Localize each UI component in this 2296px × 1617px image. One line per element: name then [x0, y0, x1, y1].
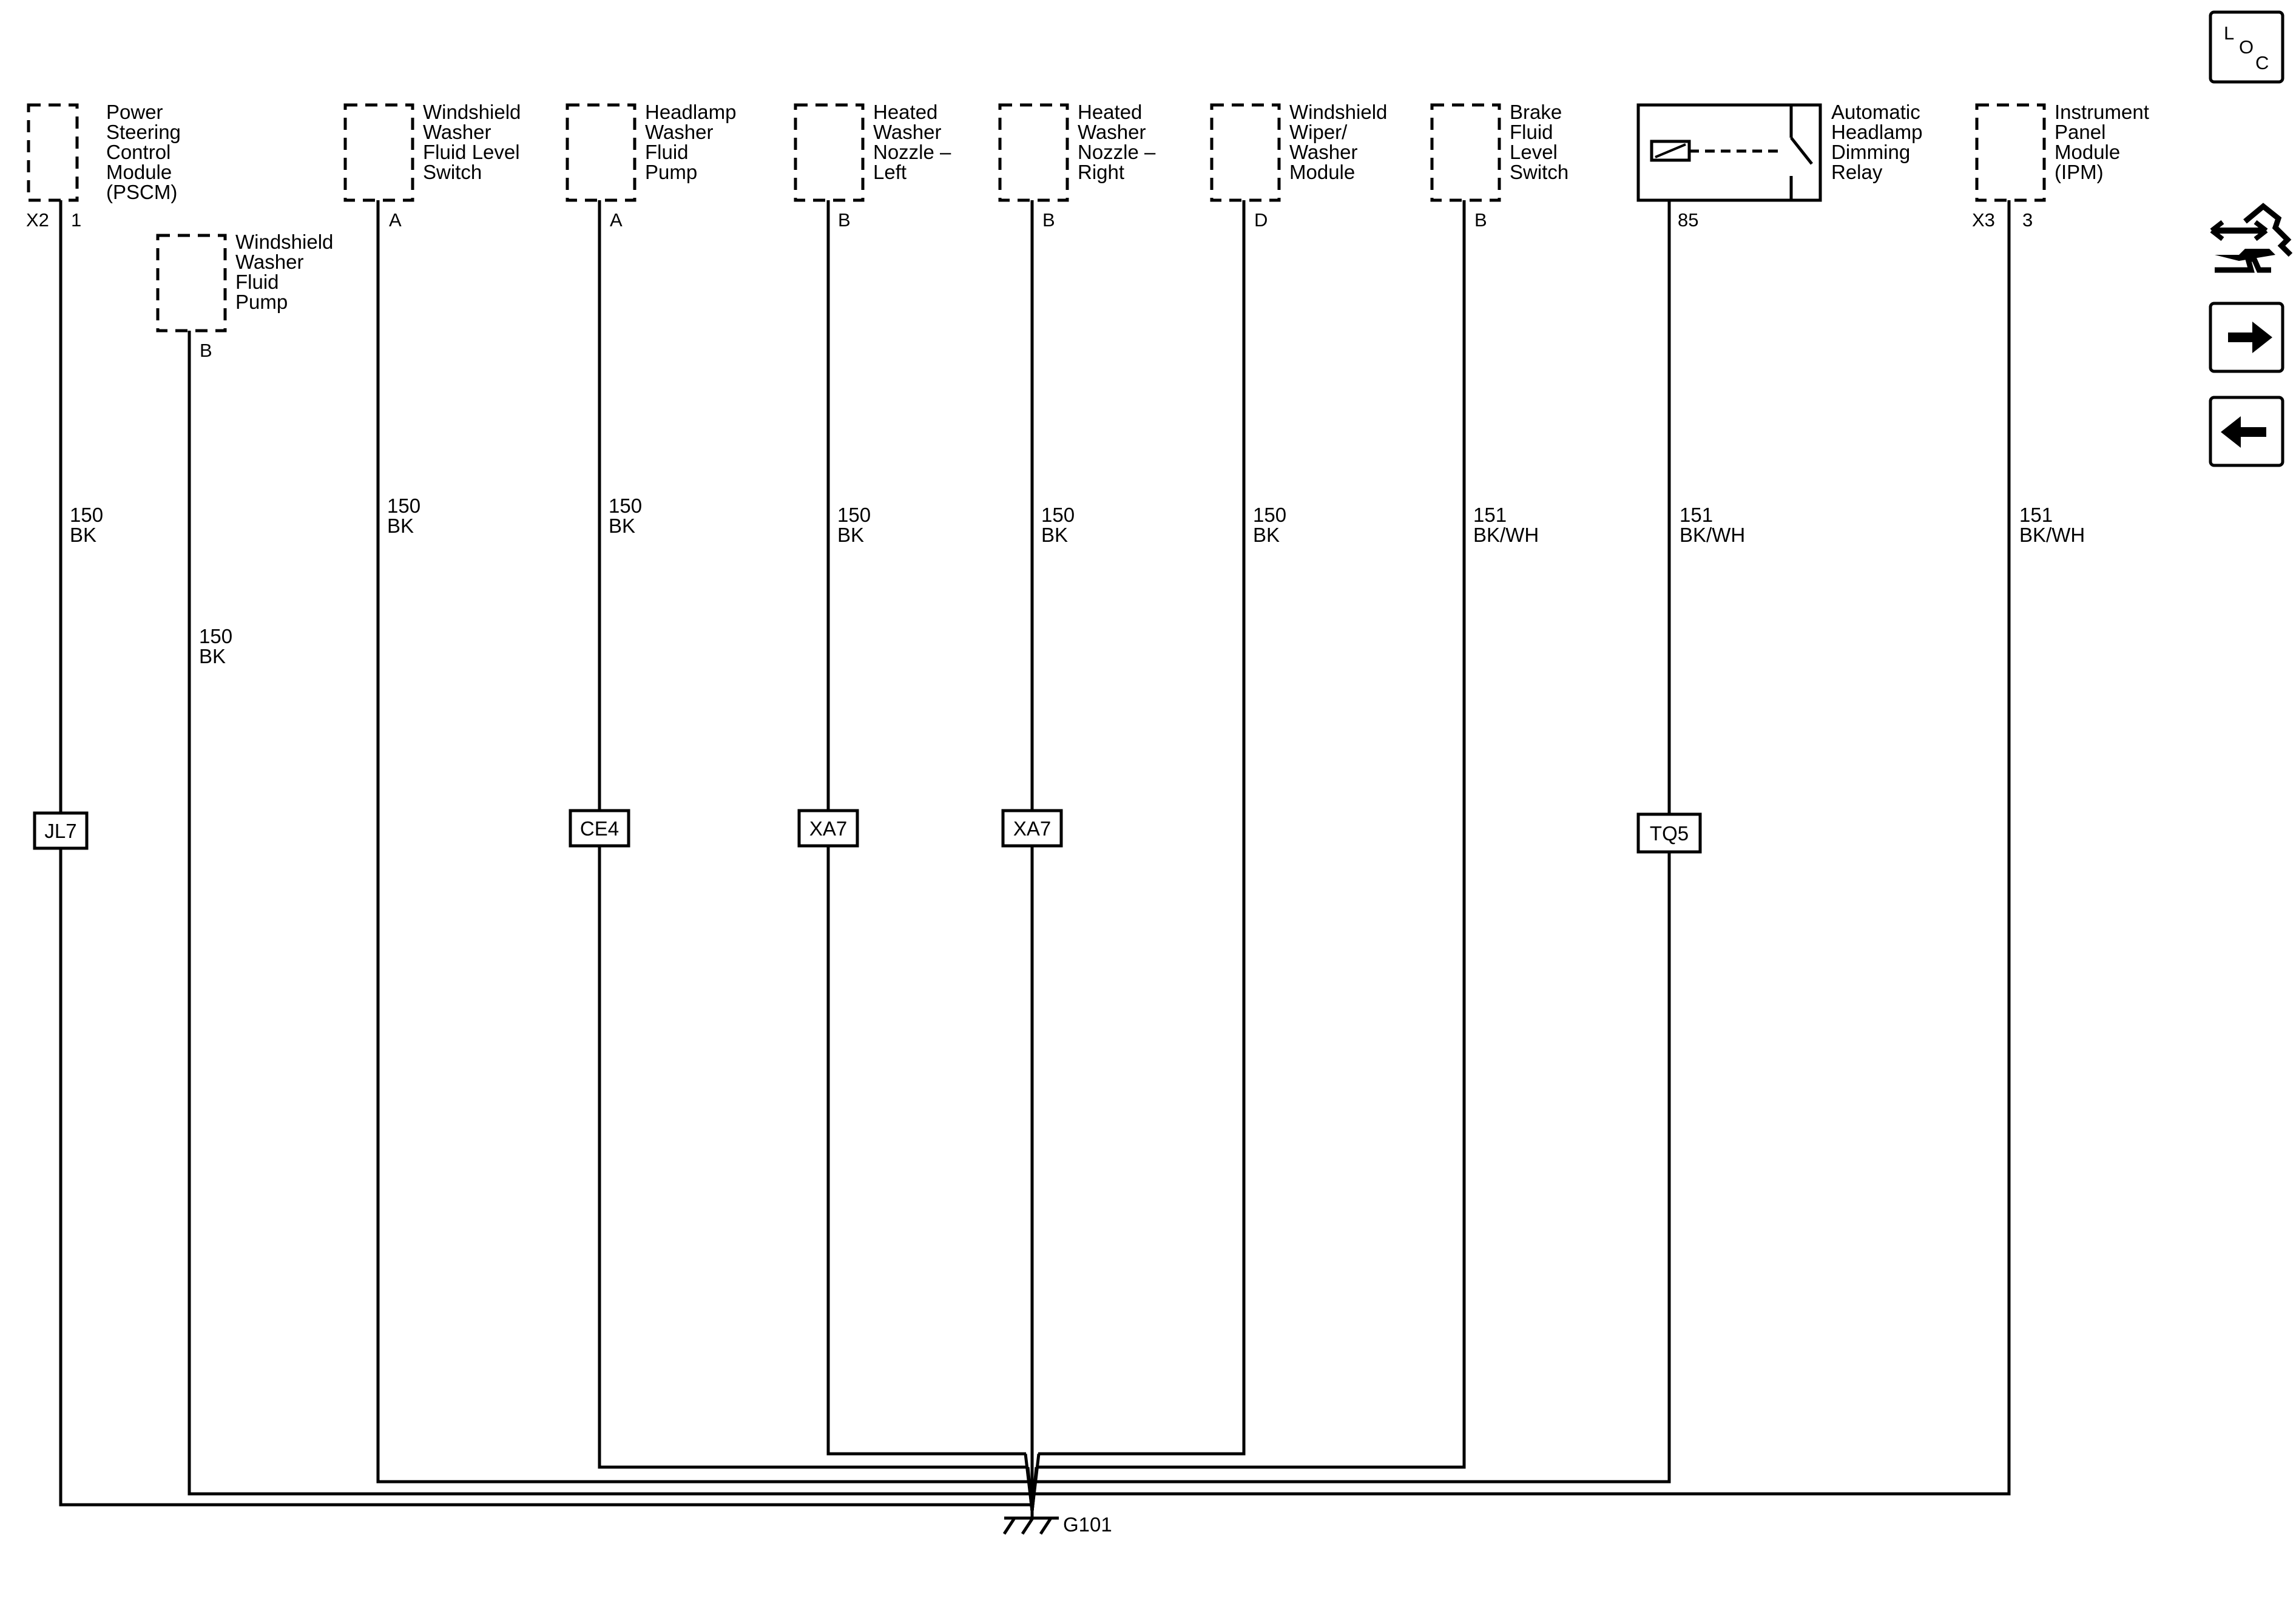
svg-text:CE4: CE4: [580, 817, 619, 840]
pin-label: B: [200, 340, 212, 361]
pin-label: A: [610, 209, 623, 231]
pin-label: B: [838, 209, 851, 231]
connector-tool-icon[interactable]: [2210, 203, 2293, 273]
inline-connector-xa7-right[interactable]: XA7: [1001, 809, 1063, 848]
pin-label: B: [1042, 209, 1055, 231]
ground-convergence: [1024, 1453, 1041, 1511]
next-arrow-icon[interactable]: [2209, 302, 2284, 373]
ground-g101[interactable]: G101: [1002, 1511, 1112, 1536]
svg-text:C: C: [2255, 52, 2269, 73]
inline-connector-jl7[interactable]: JL7: [33, 811, 89, 850]
svg-text:O: O: [2239, 36, 2254, 58]
loc-button[interactable]: L O C: [2209, 10, 2284, 84]
pin-label: 85: [1678, 209, 1698, 231]
connector-label: X3: [1972, 209, 1995, 231]
svg-text:XA7: XA7: [1013, 817, 1051, 840]
previous-arrow-icon[interactable]: [2209, 396, 2284, 467]
svg-text:L: L: [2224, 22, 2234, 44]
pin-label: D: [1254, 209, 1268, 231]
inline-connector-xa7-left[interactable]: XA7: [797, 809, 859, 848]
ground-label: G101: [1063, 1513, 1112, 1536]
connector-label: X2: [26, 209, 49, 231]
svg-text:JL7: JL7: [44, 820, 76, 842]
inline-connector-ce4[interactable]: CE4: [569, 809, 630, 848]
pin-label: A: [389, 209, 402, 231]
pin-label: 3: [2022, 209, 2033, 231]
svg-text:XA7: XA7: [809, 817, 847, 840]
svg-text:TQ5: TQ5: [1650, 822, 1689, 845]
inline-connector-tq5[interactable]: TQ5: [1636, 812, 1702, 854]
pin-label: 1: [71, 209, 81, 231]
pin-label: B: [1474, 209, 1487, 231]
